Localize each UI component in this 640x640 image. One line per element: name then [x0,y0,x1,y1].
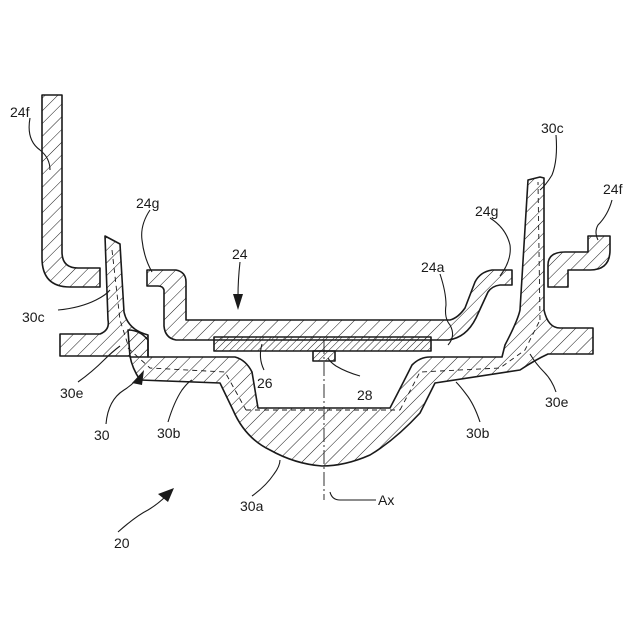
label-24g-right: 24g [475,203,498,219]
leader-30b-right [456,382,480,422]
leader-30c-left [58,290,110,310]
plate-26 [214,337,431,351]
leader-30a [252,460,280,496]
leader-30b-left [168,380,192,422]
label-20: 20 [114,535,130,551]
left-bracket-24f [42,95,100,287]
label-ax: Ax [378,492,394,508]
label-24: 24 [232,246,248,262]
label-26: 26 [257,375,273,391]
leader-ax [330,492,376,500]
leader-30 [106,378,138,424]
label-30b-left: 30b [157,425,181,441]
label-30c-right: 30c [541,120,564,136]
label-24g-left: 24g [136,195,159,211]
leader-24f-right [596,200,612,240]
right-bracket-24f [548,236,610,287]
label-30c-left: 30c [22,309,45,325]
leader-24g-left [142,210,152,272]
cup-member-24 [147,270,512,340]
label-24f-left: 24f [10,104,30,120]
label-28: 28 [357,387,373,403]
label-30a: 30a [240,498,264,514]
label-30b-right: 30b [466,425,490,441]
arrow-24 [233,294,243,310]
label-30e-right: 30e [545,394,569,410]
arrow-20 [158,488,174,502]
leader-24 [238,262,240,296]
leader-30e-right [530,354,556,392]
label-30e-left: 30e [60,385,84,401]
label-30: 30 [94,427,110,443]
leader-24g-right [490,218,510,276]
label-24a: 24a [421,259,445,275]
label-24f-right: 24f [603,181,623,197]
leader-20 [118,496,166,532]
